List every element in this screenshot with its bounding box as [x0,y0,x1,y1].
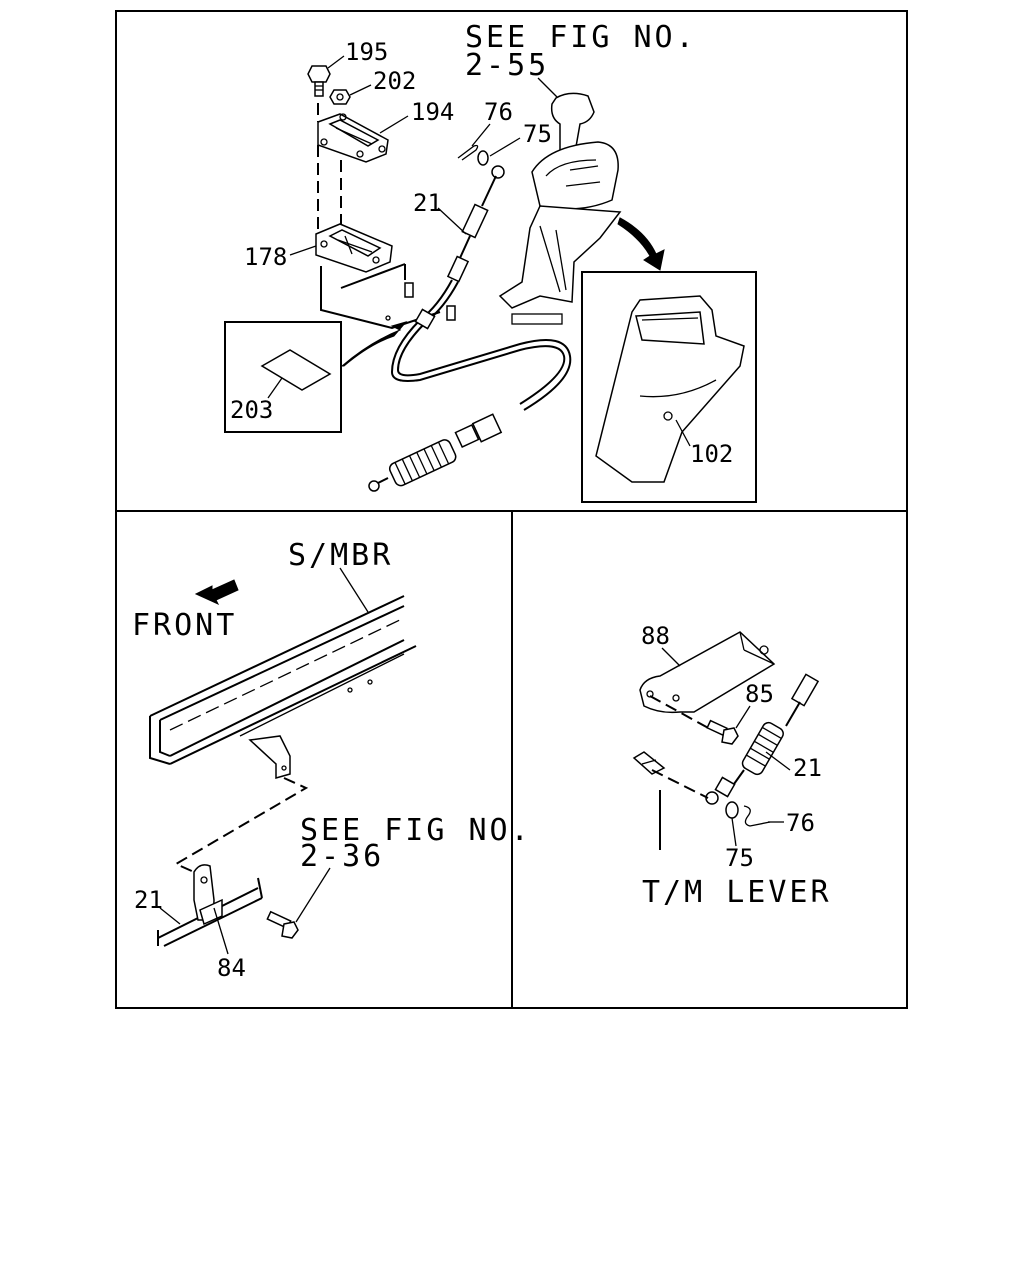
br-clip-76 [743,805,771,827]
callout-195: 195 [345,38,388,66]
top-see-fig-line1: SEE FIG NO. [465,20,697,55]
bracket-tab [248,735,291,779]
callout-21: 21 [413,189,442,217]
callout-85: 85 [745,680,774,708]
washer-75 [477,150,489,166]
bottom-left-panel-frame [115,510,513,1009]
cable-21-end [705,673,820,805]
bl-callout-21: 21 [134,886,163,914]
callout-102: 102 [690,440,733,468]
bottom-left-panel: S/MBR FRONT SEE FIG NO. 2-36 [132,538,532,982]
bolt-see-fig [266,910,299,939]
callout-76: 76 [484,98,513,126]
top-panel: SEE FIG NO. 2-55 195 202 194 [224,20,757,503]
br-callout-76: 76 [786,809,815,837]
front-arrow [194,579,239,606]
cover-arrow [617,217,665,271]
bottom-right-panel-frame [511,510,908,1009]
top-panel-frame [115,10,908,512]
pad-203-arrow [340,321,408,367]
bl-see-fig-line1: SEE FIG NO. [300,813,532,848]
callout-88: 88 [641,622,670,650]
shift-cable-21 [368,165,572,492]
member-label: S/MBR [288,538,393,573]
nut-202 [329,89,351,105]
bottom-right-panel: 88 85 21 [632,622,832,910]
pad-203 [260,349,332,391]
top-see-fig-line2: 2-55 [465,48,549,83]
callout-194: 194 [411,98,454,126]
br-washer-75 [725,801,739,819]
clip-76 [457,144,479,161]
pad-203-inset-frame [224,321,342,433]
callout-75: 75 [523,120,552,148]
callout-202: 202 [373,67,416,95]
callout-84: 84 [217,954,246,982]
tm-lever-label: T/M LEVER [642,875,832,910]
bl-see-fig-line2: 2-36 [300,839,384,874]
shift-cover-102 [595,295,745,483]
base-plate-178 [315,223,393,273]
tm-lever [632,751,666,775]
callout-178: 178 [244,243,287,271]
bracket-194 [317,113,389,163]
callout-203: 203 [230,396,273,424]
bolt-85 [706,719,739,745]
front-label: FRONT [132,608,237,643]
bolt-195 [307,65,331,97]
br-callout-75: 75 [725,844,754,872]
shifter-assembly [498,92,622,325]
cover-102-inset-frame [581,271,757,503]
side-member-channel [149,595,417,765]
bracket-88 [639,631,776,714]
br-callout-21: 21 [793,754,822,782]
cable-clip-84 [157,864,263,947]
